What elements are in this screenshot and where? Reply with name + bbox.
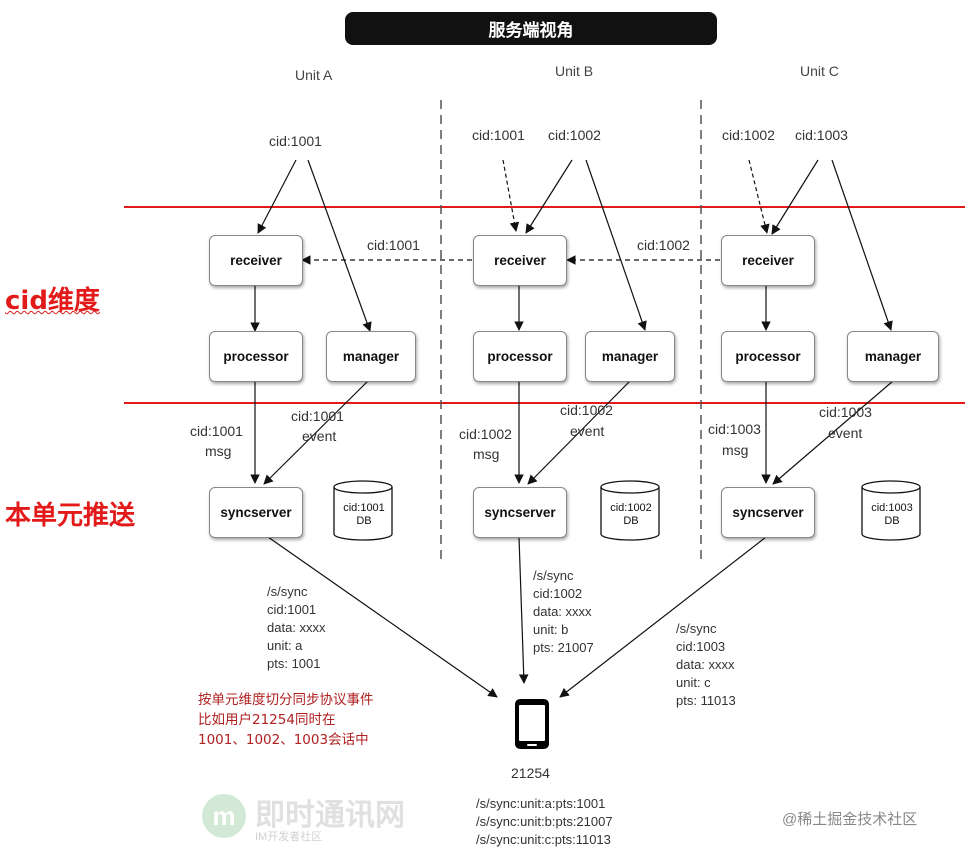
payload-line: pts: 11013: [676, 693, 736, 708]
unit-a-msg-cid: cid:1001: [190, 423, 243, 439]
unit-a-receiver: receiver: [209, 235, 303, 286]
db-cid: cid:1001: [343, 502, 385, 514]
payload-line: /s/sync: [676, 621, 717, 636]
unit-c-label: Unit C: [800, 63, 839, 79]
payload-line: /s/sync: [533, 568, 574, 583]
unit-a-label: Unit A: [295, 67, 333, 83]
unit-a-manager: manager: [326, 331, 416, 382]
unit-c-top-cid-2: cid:1003: [795, 127, 848, 143]
watermark-credit: @稀土掘金技术社区: [782, 811, 918, 828]
unit-c-manager: manager: [847, 331, 939, 382]
db-cid: cid:1002: [610, 502, 652, 514]
note-line: 1001、1002、1003会话中: [198, 732, 369, 748]
watermark-subtitle: IM开发者社区: [255, 831, 323, 843]
payload-line: unit: a: [267, 638, 303, 653]
unit-c-msg: msg: [722, 442, 749, 458]
user-sync-paths: /s/sync:unit:a:pts:1001 /s/sync:unit:b:p…: [476, 795, 613, 849]
payload-line: data: xxxx: [267, 620, 326, 635]
db-label: DB: [623, 515, 639, 527]
unit-a-event: event: [302, 428, 337, 444]
unit-a-event-cid: cid:1001: [291, 408, 344, 424]
payload-line: cid:1002: [533, 586, 583, 601]
unit-c-processor: processor: [721, 331, 815, 382]
payload-line: cid:1001: [267, 602, 317, 617]
cid-dimension-label: cid维度: [5, 286, 100, 316]
db-label: DB: [884, 515, 900, 527]
watermark-logo-icon: m: [202, 794, 246, 838]
unit-b-event: event: [570, 423, 605, 439]
unit-a-sync-payload: /s/sync cid:1001 data: xxxx unit: a pts:…: [267, 583, 326, 673]
db-cid: cid:1003: [871, 502, 913, 514]
payload-line: pts: 1001: [267, 656, 321, 671]
unit-c-event: event: [828, 425, 863, 441]
unit-c-event-cid: cid:1003: [819, 404, 872, 420]
unit-push-label: 本单元推送: [5, 501, 136, 531]
payload-line: data: xxxx: [533, 604, 592, 619]
unit-b-top-cid-1: cid:1001: [472, 127, 525, 143]
payload-line: unit: c: [676, 675, 711, 690]
unit-c-receiver: receiver: [721, 235, 815, 286]
unit-a-processor: processor: [209, 331, 303, 382]
db-label: DB: [356, 515, 372, 527]
sharding-note: 按单元维度切分同步协议事件 比如用户21254同时在 1001、1002、100…: [198, 690, 374, 750]
note-line: 按单元维度切分同步协议事件: [198, 692, 374, 708]
user-path: /s/sync:unit:b:pts:21007: [476, 814, 613, 829]
payload-line: data: xxxx: [676, 657, 735, 672]
unit-b-label: Unit B: [555, 63, 594, 79]
unit-b-event-cid: cid:1002: [560, 402, 613, 418]
unit-b-top-cid-2: cid:1002: [548, 127, 601, 143]
page-title: 服务端视角: [345, 12, 717, 45]
user-path: /s/sync:unit:c:pts:11013: [476, 832, 611, 847]
payload-line: pts: 21007: [533, 640, 594, 655]
watermark-site: 即时通讯网: [255, 798, 405, 833]
unit-b-processor: processor: [473, 331, 567, 382]
unit-b-msg: msg: [473, 446, 500, 462]
db-cylinders: [333, 480, 921, 541]
unit-b-syncserver: syncserver: [473, 487, 567, 538]
unit-b-sync-payload: /s/sync cid:1002 data: xxxx unit: b pts:…: [533, 567, 594, 657]
payload-line: cid:1003: [676, 639, 726, 654]
unit-c-syncserver: syncserver: [721, 487, 815, 538]
unit-c-msg-cid: cid:1003: [708, 421, 761, 437]
unit-c-sync-payload: /s/sync cid:1003 data: xxxx unit: c pts:…: [676, 620, 736, 710]
payload-line: /s/sync: [267, 584, 308, 599]
unit-c-top-cid-1: cid:1002: [722, 127, 775, 143]
user-path: /s/sync:unit:a:pts:1001: [476, 796, 606, 811]
svg-text:m: m: [212, 801, 235, 831]
payload-line: unit: b: [533, 622, 569, 637]
unit-b-manager: manager: [585, 331, 675, 382]
phone-icon: [515, 699, 549, 749]
unit-c-forward-cid: cid:1002: [637, 237, 690, 253]
unit-a-syncserver: syncserver: [209, 487, 303, 538]
unit-b-forward-cid: cid:1001: [367, 237, 420, 253]
unit-a-top-cid: cid:1001: [269, 133, 322, 149]
unit-b-msg-cid: cid:1002: [459, 426, 512, 442]
unit-a-msg: msg: [205, 443, 232, 459]
unit-b-receiver: receiver: [473, 235, 567, 286]
user-id: 21254: [511, 765, 550, 781]
note-line: 比如用户21254同时在: [198, 712, 336, 728]
